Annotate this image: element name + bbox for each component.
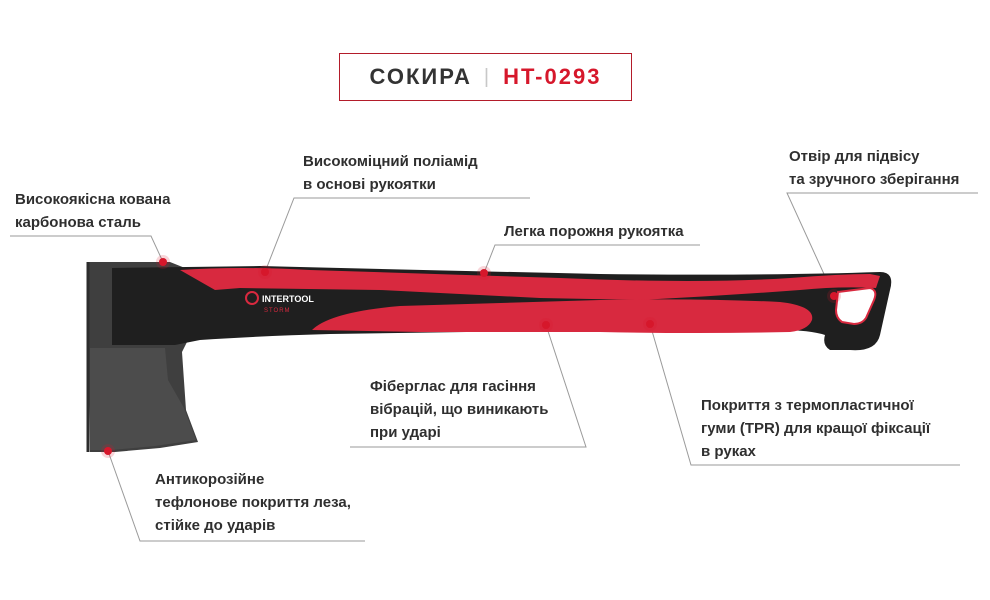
callout-tpr-line: в руках <box>701 443 756 460</box>
callout-polyamide-line: Високоміцний поліамід <box>303 153 478 170</box>
product-name: СОКИРА <box>369 64 472 89</box>
leader-coating <box>107 450 365 542</box>
callout-coating-line: Антикорозійне <box>155 471 265 488</box>
callout-polyamide: Високоміцний поліамід в основі рукоятки <box>303 150 478 196</box>
title-separator: | <box>483 65 492 88</box>
leader-polyamide <box>264 197 530 273</box>
leader-hollow <box>483 244 700 274</box>
callout-tpr-line: Покриття з термопластичної <box>701 397 914 414</box>
callout-hole-line: та зручного зберігання <box>789 171 960 188</box>
callout-hollow: Легка порожня рукоятка <box>504 220 684 243</box>
leader-tpr <box>649 323 960 466</box>
callout-fiberglass-line: Фіберглас для гасіння <box>370 378 536 395</box>
callout-hole-line: Отвір для підвісу <box>789 148 920 165</box>
callout-fiberglass: Фіберглас для гасіння вібрацій, що виник… <box>370 375 548 444</box>
callout-dots <box>101 255 841 458</box>
leader-hole <box>786 192 978 297</box>
brand-logo-text: INTERTOOL <box>262 294 314 304</box>
callout-steel: Високоякісна кована карбонова сталь <box>15 188 170 234</box>
leader-lines <box>10 192 978 542</box>
brand-sub-text: STORM <box>264 308 291 314</box>
callout-coating: Антикорозійне тефлонове покриття леза, с… <box>155 468 351 537</box>
callout-fiberglass-line: вібрацій, що виникають <box>370 401 549 418</box>
leader-fiberglass <box>350 324 587 448</box>
callout-fiberglass-line: при ударі <box>370 424 441 441</box>
callout-coating-line: тефлонове покриття леза, <box>155 494 351 511</box>
callout-hollow-line: Легка порожня рукоятка <box>504 223 684 240</box>
leader-steel <box>10 235 164 263</box>
callout-steel-line: карбонова сталь <box>15 214 141 231</box>
callout-hole: Отвір для підвісу та зручного зберігання <box>789 145 959 191</box>
callout-coating-line: стійке до ударів <box>155 517 276 534</box>
handle-red-top <box>180 268 880 300</box>
callout-steel-line: Високоякісна кована <box>15 191 171 208</box>
callout-tpr: Покриття з термопластичної гуми (TPR) дл… <box>701 394 930 463</box>
callout-polyamide-line: в основі рукоятки <box>303 176 436 193</box>
hanging-hole <box>836 288 876 324</box>
model-number: HT-0293 <box>503 64 602 89</box>
callout-tpr-line: гуми (TPR) для кращої фіксації <box>701 420 931 437</box>
product-title-box: СОКИРА | HT-0293 <box>339 53 632 101</box>
brand-logo: INTERTOOL STORM <box>245 291 314 314</box>
handle-red-bottom <box>312 299 813 333</box>
